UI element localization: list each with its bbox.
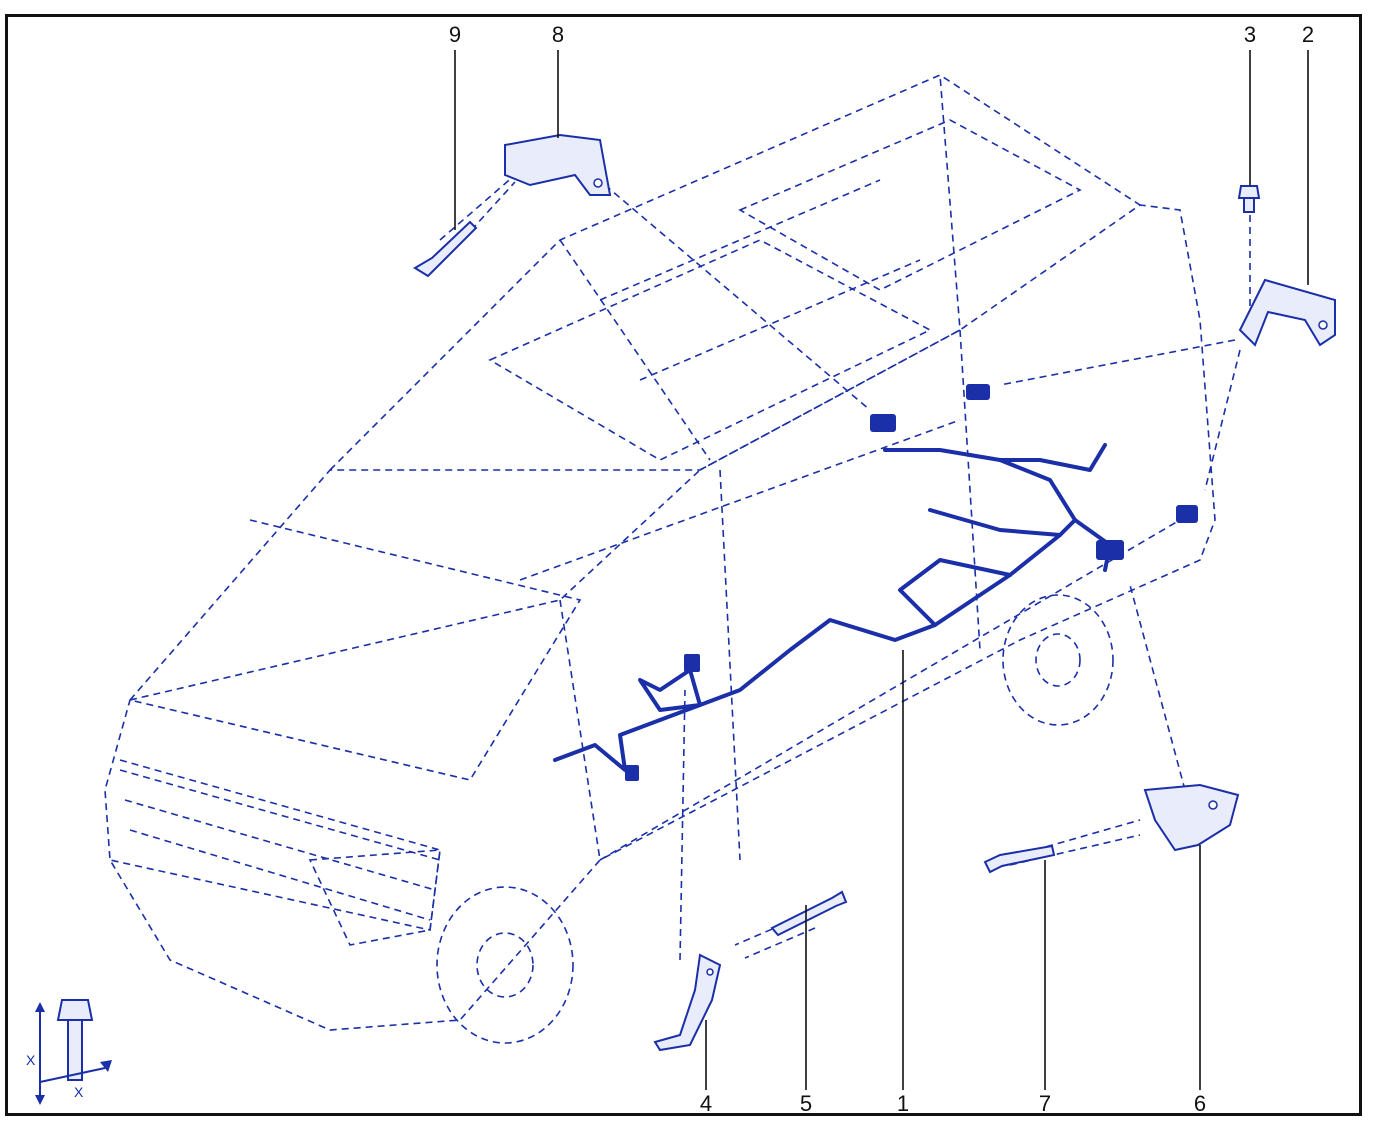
bolt-part-7 xyxy=(983,844,1056,874)
diagram-frame xyxy=(5,14,1362,1116)
callout-2: 2 xyxy=(1301,22,1315,47)
leader-lines xyxy=(454,50,1309,1090)
bolt-dimension-symbol xyxy=(35,999,112,1105)
assembly-arrows xyxy=(439,174,1251,961)
wheel-rear xyxy=(1002,594,1114,726)
dimension-label-length: X xyxy=(26,1052,36,1068)
roof-panel-outline xyxy=(488,119,1082,461)
callout-4: 4 xyxy=(699,1091,713,1116)
bracket-part-2 xyxy=(1238,278,1336,347)
wiring-harness xyxy=(553,384,1198,781)
callout-7: 7 xyxy=(1038,1091,1052,1116)
bolt-part-5 xyxy=(770,890,848,937)
callout-9: 9 xyxy=(448,22,462,47)
front-grille xyxy=(119,769,441,946)
bracket-part-6 xyxy=(1143,783,1240,852)
callout-1: 1 xyxy=(896,1091,910,1116)
callout-5: 5 xyxy=(799,1091,813,1116)
callout-3: 3 xyxy=(1243,22,1257,47)
bracket-part-8 xyxy=(504,133,612,196)
wheel-front xyxy=(436,886,574,1044)
callout-8: 8 xyxy=(551,22,565,47)
bracket-part-4 xyxy=(653,953,722,1052)
callout-6: 6 xyxy=(1193,1091,1207,1116)
bolt-part-3 xyxy=(1237,185,1261,213)
bolt-part-9 xyxy=(413,220,478,278)
van-body-outline xyxy=(104,74,1216,1031)
dimension-label-diameter: X xyxy=(74,1084,84,1100)
